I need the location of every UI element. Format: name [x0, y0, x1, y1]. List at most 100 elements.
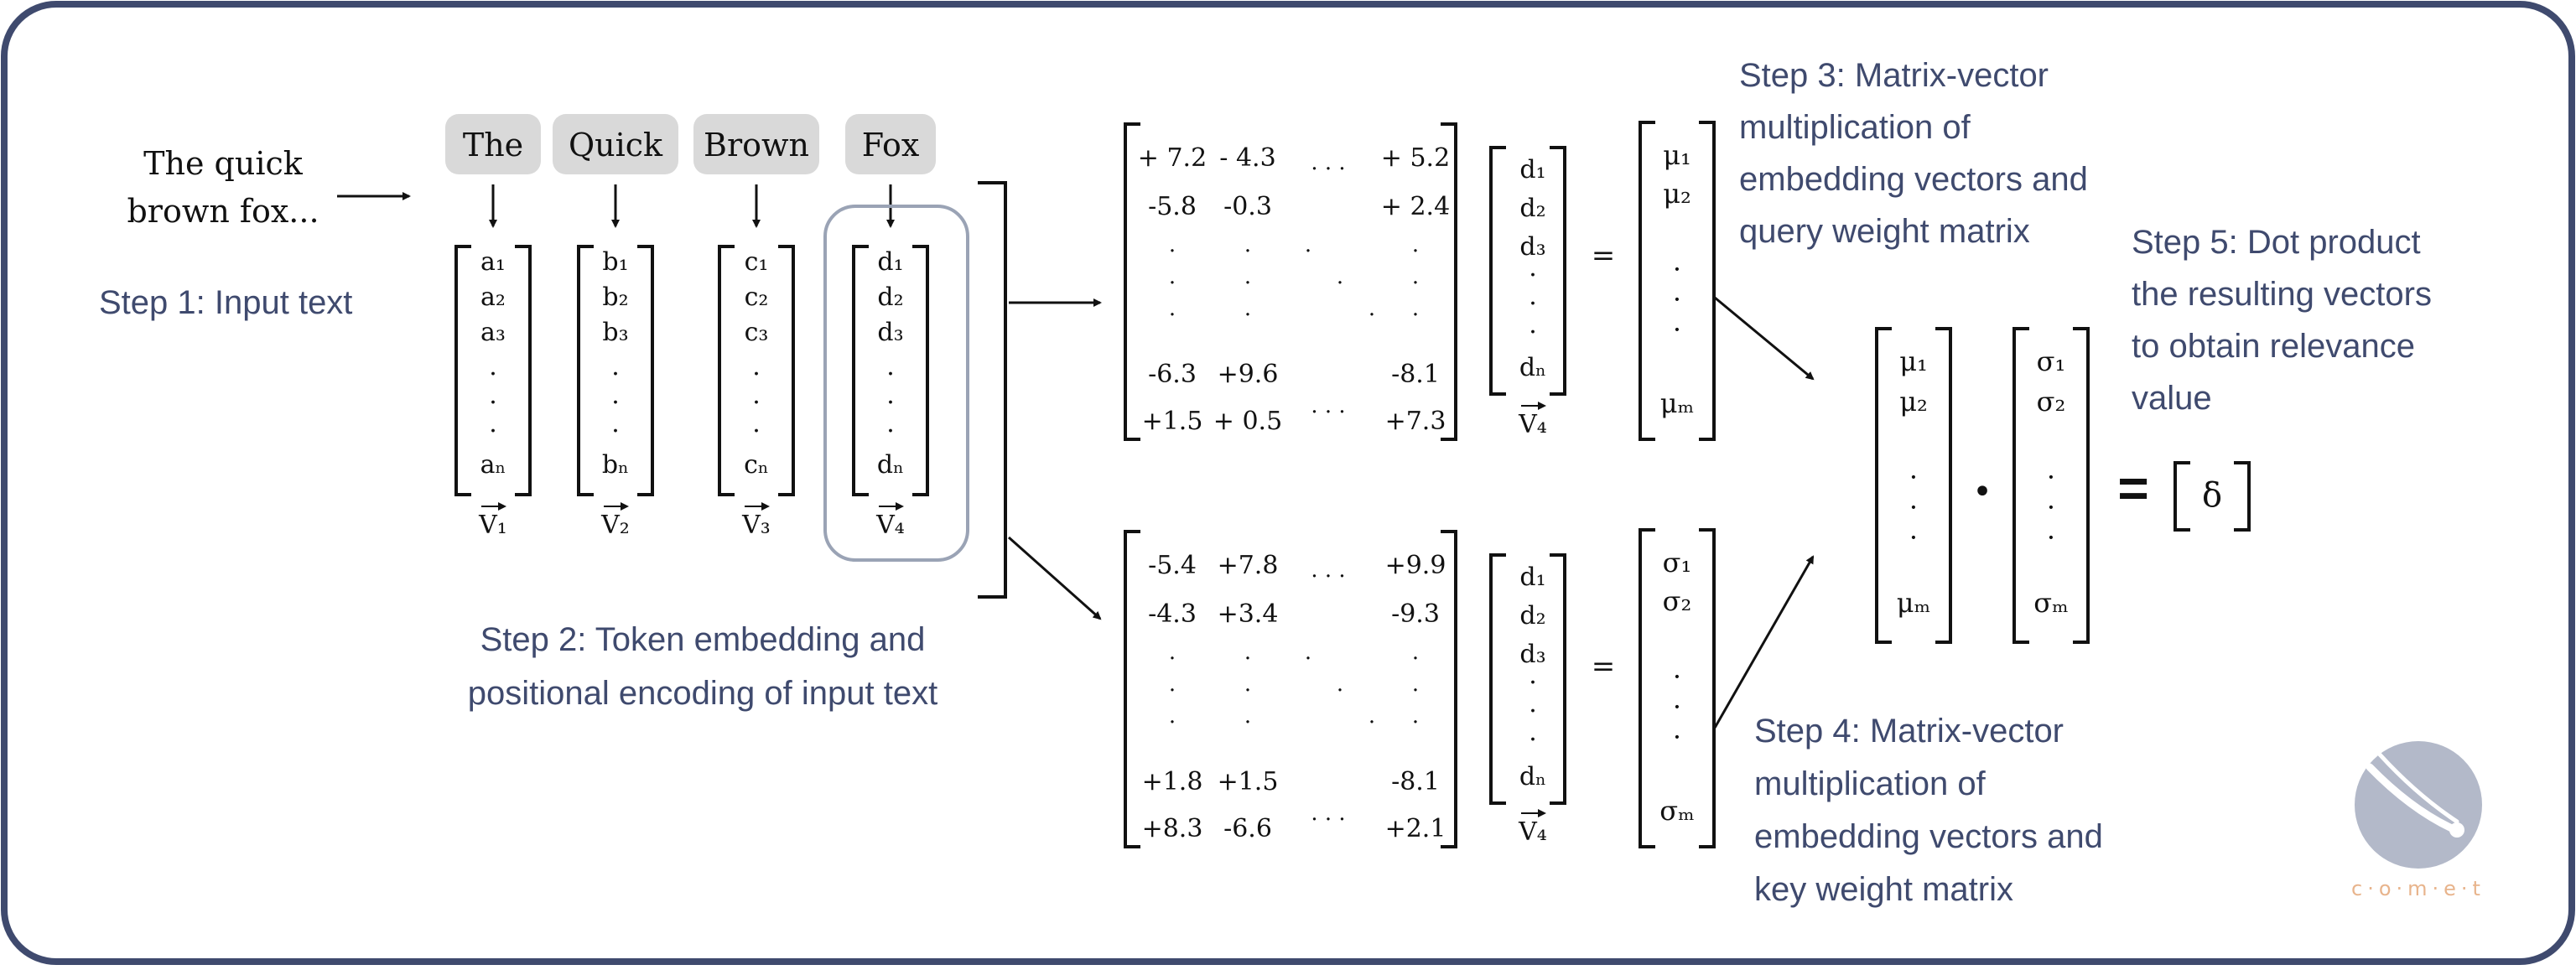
sigma-vector-entry: ·: [1673, 721, 1681, 753]
mu-vector-left-bracket: [1639, 121, 1655, 441]
d-vector-right-bracket: [1550, 553, 1566, 805]
matrix-cell: +1.5: [1142, 407, 1203, 436]
matrix-ellipsis: ·: [1244, 303, 1251, 328]
equals-sign: =: [1592, 650, 1616, 683]
embedding-vector-entry: b₁: [602, 247, 628, 277]
d-vector-entry: d₂: [1519, 194, 1545, 223]
embedding-vector-entry: ·: [886, 360, 895, 389]
matrix-cell: +8.3: [1142, 814, 1203, 843]
matrix-ellipsis: ·: [1169, 239, 1176, 264]
matrix-cell: - 4.3: [1219, 143, 1275, 173]
matrix-ellipsis: ·: [1169, 303, 1176, 328]
matrix-cell: -5.8: [1148, 192, 1197, 221]
d-vector-entry: dₙ: [1519, 353, 1546, 382]
dot-operator: •: [1972, 473, 1992, 511]
matrix-cell: -8.1: [1391, 360, 1440, 389]
matrix-ellipsis: ·: [1412, 239, 1419, 264]
embedding-vector-entry: d₃: [877, 318, 903, 347]
token-label: Quick: [569, 127, 663, 163]
matrix-cell: + 0.5: [1213, 407, 1282, 436]
matrix-cell: +3.4: [1218, 599, 1279, 629]
matrix-ellipsis: ·: [1244, 710, 1251, 735]
matrix-ellipsis: ·: [1368, 710, 1375, 735]
matrix-ellipsis: ·: [1305, 646, 1311, 672]
result-vector-right-bracket: [2234, 461, 2251, 532]
matrix-right-bracket: [1441, 530, 1457, 848]
final-mu-vector-entry: μ₁: [1899, 345, 1928, 377]
embedding-vector-entry: b₃: [602, 318, 628, 347]
final-mu-vector-left-bracket: [1875, 327, 1892, 644]
final-sigma-vector-entry: ·: [2047, 461, 2055, 493]
final-sigma-vector-entry: σ₁: [2037, 345, 2066, 377]
matrix-ellipsis: ·: [1244, 271, 1251, 296]
embedding-vector-left-bracket: [454, 245, 471, 496]
final-mu-vector-entry: μ₂: [1899, 386, 1928, 418]
mu-vector-entry: ·: [1673, 314, 1681, 345]
embedding-vector-entry: ·: [611, 360, 620, 389]
token-label: Fox: [862, 127, 920, 163]
embedding-vector-right-bracket: [515, 245, 532, 496]
sigma-vector-right-bracket: [1699, 528, 1716, 848]
matrix-left-bracket: [1124, 530, 1140, 848]
matrix-cell: +7.8: [1218, 551, 1279, 580]
d-vector-entry: ·: [1529, 668, 1537, 698]
d-vector-entry: ·: [1529, 318, 1537, 347]
logo-streak: [2366, 763, 2459, 834]
mu-vector-entry: ·: [1673, 253, 1681, 285]
matrix-ellipsis: ·: [1412, 678, 1419, 703]
input-text-line-1: The quick: [143, 145, 304, 182]
d-vector-entry: d₂: [1519, 601, 1545, 630]
mu-vector-entry: μ₁: [1663, 139, 1691, 171]
logo-text: c·o·m·e·t: [2351, 877, 2485, 900]
matrix-cell: +7.3: [1385, 407, 1446, 436]
matrix-cell: -6.6: [1223, 814, 1272, 843]
step-1-label: Step 1: Input text: [99, 284, 352, 321]
d-vector-entry: dₙ: [1519, 762, 1546, 791]
embedding-vector-entry: ·: [886, 388, 895, 418]
embedding-vector-entry: ·: [752, 417, 761, 446]
matrix-ellipsis: ·: [1169, 646, 1176, 672]
embedding-vector-entry: c₃: [745, 318, 769, 347]
highlight-box: [823, 205, 969, 562]
d-vector-right-bracket: [1550, 146, 1566, 396]
mu-vector-right-bracket: [1699, 121, 1716, 441]
d-vector-entry: d₃: [1519, 232, 1545, 262]
embedding-vector-entry: ·: [752, 360, 761, 389]
embedding-vector-entry: d₂: [877, 283, 903, 312]
token-label: The: [463, 127, 523, 163]
sigma-vector-left-bracket: [1639, 528, 1655, 848]
embedding-vector-entry: a₁: [480, 247, 506, 277]
final-sigma-vector-entry: σₘ: [2033, 587, 2068, 619]
sigma-vector-entry: σ₁: [1663, 547, 1692, 578]
matrix-ellipsis: · · ·: [1311, 157, 1345, 182]
embedding-vector-right-bracket: [637, 245, 654, 496]
embedding-vector-entry: a₂: [480, 283, 506, 312]
result-equals: =: [2117, 458, 2148, 518]
embedding-vector-left-bracket: [852, 245, 869, 496]
matrix-ellipsis: · · ·: [1311, 564, 1345, 589]
matrix-ellipsis: ·: [1169, 678, 1176, 703]
embedding-vector-entry: b₂: [602, 283, 628, 312]
sigma-vector-entry: σₘ: [1659, 795, 1694, 827]
d-vector-label: V₄: [1518, 410, 1547, 439]
token-chip: [445, 114, 541, 174]
embedding-vector-entry: ·: [489, 388, 497, 418]
embedding-vector-entry: aₙ: [480, 450, 506, 480]
embedding-vector-entry: bₙ: [602, 450, 629, 480]
embedding-vector-right-bracket: [912, 245, 929, 496]
token-chip: [845, 114, 936, 174]
matrix-left-bracket: [1124, 122, 1140, 441]
matrix-cell: -5.4: [1148, 551, 1197, 580]
matrix-ellipsis: ·: [1244, 239, 1251, 264]
matrix-cell: +9.6: [1218, 360, 1279, 389]
matrix-cell: -6.3: [1148, 360, 1197, 389]
d-vector-entry: ·: [1529, 289, 1537, 319]
matrix-cell: + 5.2: [1381, 143, 1450, 173]
comet-logo: c·o·m·e·t: [2351, 741, 2485, 900]
